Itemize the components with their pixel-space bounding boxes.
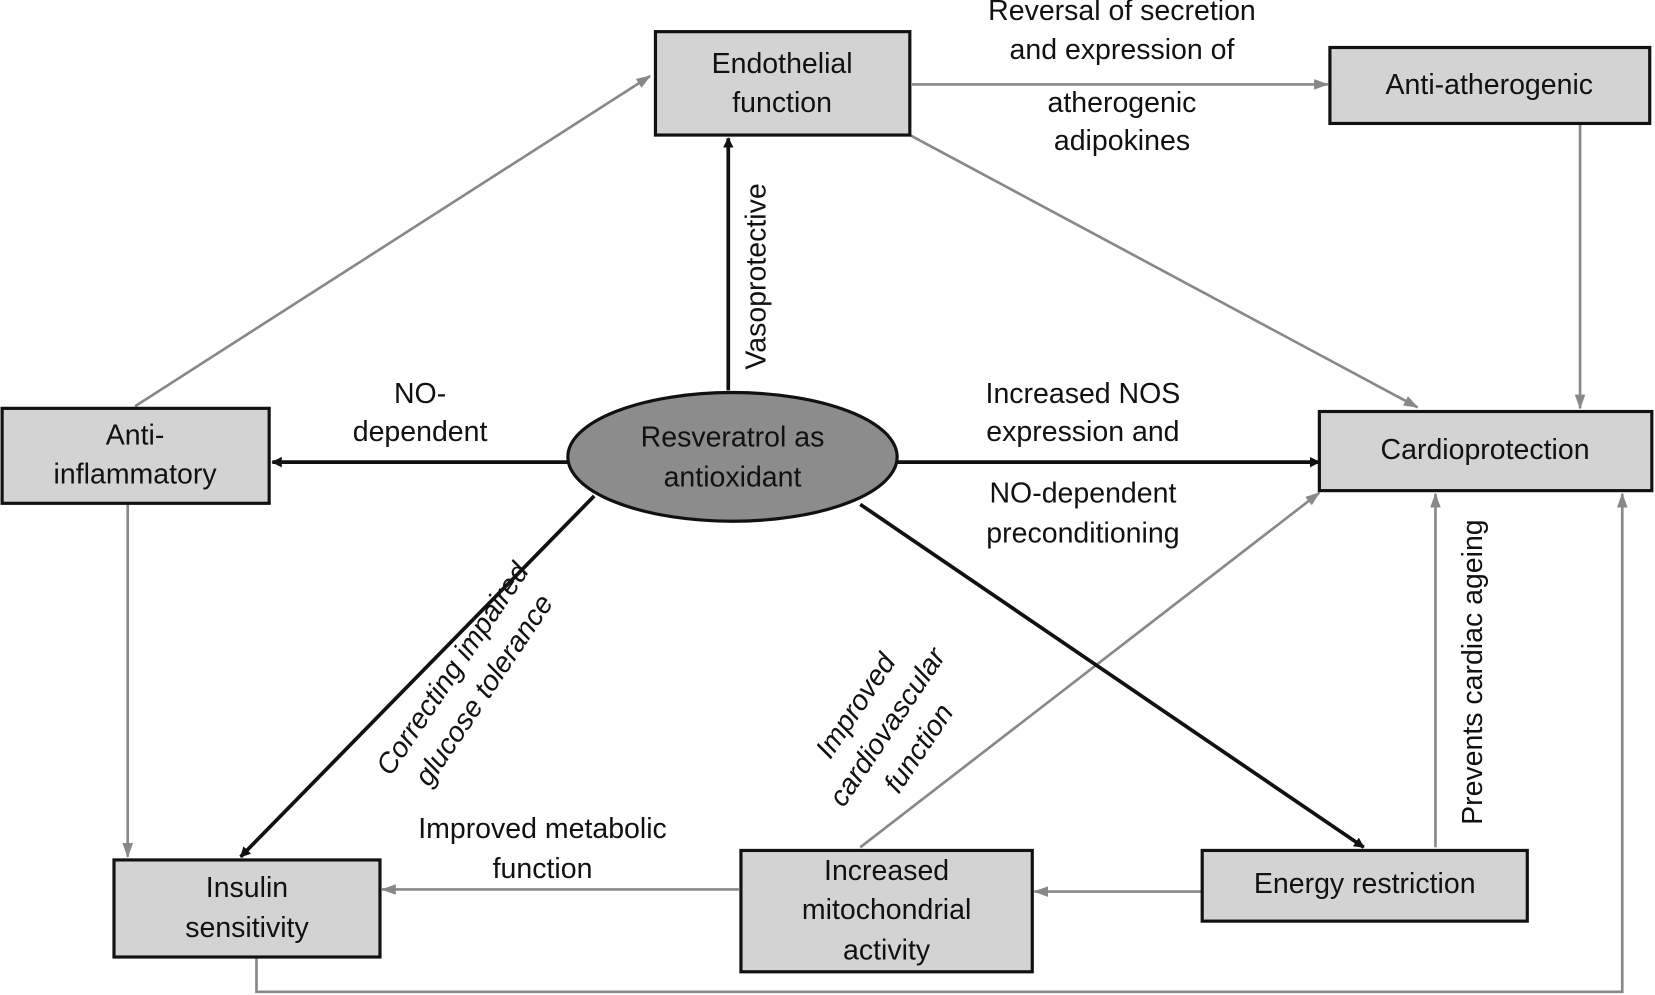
node-label: Cardioprotection [1381, 434, 1590, 466]
node-label: Anti-atherogenic [1386, 69, 1593, 101]
label-cardiac-ageing: Prevents cardiac ageing [1457, 519, 1489, 825]
node-label: Endothelial [712, 48, 853, 80]
node-anti-inflammatory: Anti- inflammatory [0, 406, 271, 505]
label-glucose-tolerance: Correcting impaired glucose tolerance [370, 556, 560, 792]
node-mitochondrial: Increased mitochondrial activity [739, 848, 1034, 974]
node-label: function [732, 87, 832, 119]
node-label: Anti- [106, 419, 165, 451]
edge-label: dependent [353, 416, 488, 448]
node-label: antioxidant [664, 462, 802, 494]
arrow-mitochondrial-to-cardioprotection [859, 491, 1321, 849]
edge-label: and expression of [1010, 34, 1235, 66]
arrow-antiinflammatory-to-endothelial [134, 74, 652, 408]
edge-label: preconditioning [986, 517, 1179, 549]
node-energy-restriction: Energy restriction [1200, 848, 1529, 923]
node-label: Energy restriction [1254, 868, 1476, 900]
node-label: mitochondrial [802, 894, 971, 926]
node-insulin-sensitivity: Insulin sensitivity [112, 858, 382, 959]
label-no-dependent: NO- dependent [353, 378, 488, 448]
label-metabolic: Improved metabolic function [418, 813, 667, 885]
arrow-center-to-energy [859, 502, 1365, 849]
node-label: sensitivity [185, 912, 309, 944]
label-cardiovascular: Improved cardiovascular function [810, 641, 961, 812]
secondary-arrows [122, 74, 1628, 994]
node-label: Resveratrol as [641, 421, 825, 453]
edge-label: function [493, 853, 593, 885]
label-reversal: Reversal of secretion and expression of … [988, 0, 1256, 157]
primary-arrows [239, 137, 1365, 859]
node-resveratrol: Resveratrol as antioxidant [566, 390, 899, 523]
arrow-insulin-to-cardioprotection [255, 492, 1628, 994]
edge-label: Reversal of secretion [988, 0, 1256, 27]
arrow-endothelial-to-cardioprotection [909, 133, 1419, 409]
edge-label: Improved metabolic [418, 813, 667, 845]
edge-label: adipokines [1054, 125, 1190, 157]
label-nos: Increased NOS expression and NO-dependen… [986, 378, 1181, 549]
node-label: activity [843, 934, 931, 966]
edge-label: atherogenic [1048, 87, 1197, 119]
edge-label: Increased NOS [986, 378, 1181, 410]
node-anti-atherogenic: Anti-atherogenic [1328, 45, 1652, 126]
node-label: inflammatory [54, 458, 218, 490]
node-cardioprotection: Cardioprotection [1317, 409, 1654, 493]
node-label: Insulin [206, 872, 288, 904]
node-label: Increased [824, 855, 949, 887]
edge-label: NO- [394, 378, 446, 410]
arrow-center-to-insulin [239, 494, 596, 859]
label-vasoprotective: Vasoprotective [740, 183, 772, 369]
edge-label: expression and [986, 416, 1179, 448]
node-endothelial: Endothelial function [653, 30, 912, 137]
edge-label: NO-dependent [989, 477, 1176, 509]
